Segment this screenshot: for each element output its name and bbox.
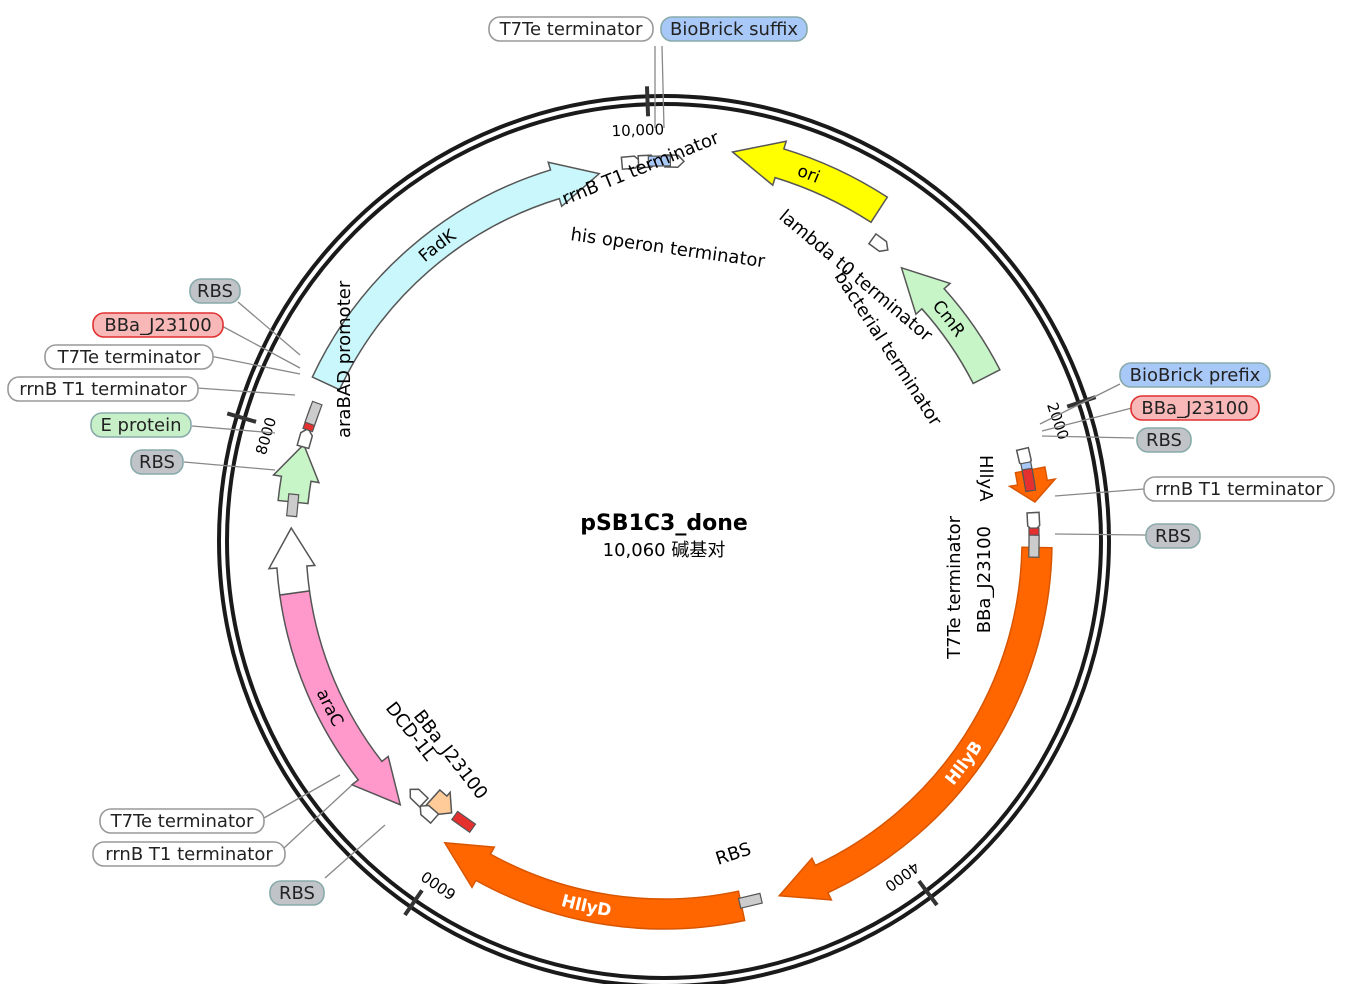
callout-text: rrnB T1 terminator (105, 844, 273, 865)
callout-text: RBS (1155, 526, 1191, 547)
rbs-mark (737, 892, 763, 909)
rbs-mark (1028, 534, 1040, 558)
tick-mark (644, 86, 651, 117)
leader-line (661, 45, 665, 129)
small-feature-layer (286, 154, 1041, 909)
plasmid-name: pSB1C3_done (580, 511, 748, 536)
leader-line (209, 355, 301, 375)
tick-mark (917, 879, 939, 907)
callout-text: T7Te terminator (110, 811, 254, 832)
callout-text: RBS (197, 281, 233, 302)
leader-line (237, 301, 301, 356)
callout-t7te-terminator: T7Te terminator (488, 16, 654, 42)
callout-text: T7Te terminator (57, 347, 201, 368)
feature-inner-label: BBa_J23100 (974, 526, 995, 633)
feature-inner-label: araBAD promoter (334, 280, 355, 438)
tick-label: 4000 (881, 858, 922, 895)
lambda-terminator-mark (867, 232, 889, 253)
callout-e-protein: E protein (90, 412, 192, 438)
callout-rrnb-t1-terminator: rrnB T1 terminator (1143, 476, 1335, 502)
callout-text: rrnB T1 terminator (19, 379, 187, 400)
promoter-mark (450, 810, 477, 834)
feature-inner-label: T7Te terminator (944, 515, 965, 659)
callout-rbs: RBS (269, 880, 325, 906)
callout-text: BioBrick prefix (1130, 365, 1261, 386)
plasmid-size: 10,060 碱基对 (603, 540, 726, 561)
callout-rrnb-t1-terminator: rrnB T1 terminator (92, 841, 286, 867)
feature-arrow-e-protein (271, 443, 321, 505)
callout-rbs: RBS (1145, 523, 1201, 549)
callout-text: E protein (100, 415, 181, 436)
leader-line (219, 324, 301, 369)
callout-bba-j23100: BBa_J23100 (92, 312, 224, 338)
tick-mark (403, 889, 424, 917)
feature-inner-label: HllyA (975, 455, 996, 502)
tick-label: 10,000 (611, 120, 664, 140)
feature-arrow-hllyd: HllyD (443, 841, 746, 930)
tick-mark (226, 411, 257, 424)
callout-text: BBa_J23100 (1141, 398, 1248, 419)
leader-line (1054, 533, 1147, 536)
leader-line (196, 387, 296, 396)
callout-text: RBS (279, 883, 315, 904)
tick-label: 8000 (252, 415, 280, 457)
leader-line (283, 784, 353, 849)
feature-arrow-fadk: FadK (311, 161, 601, 391)
leader-line (1054, 488, 1145, 497)
feature-arrow-cmr: CmR (900, 266, 1001, 385)
callout-biobrick-prefix: BioBrick prefix (1119, 362, 1271, 388)
leader-line (1039, 383, 1121, 425)
leader-line (191, 425, 276, 434)
callout-text: RBS (139, 452, 175, 473)
feature-inner-label: his operon terminator (569, 224, 766, 272)
rbs-mark (304, 400, 323, 427)
callout-text: rrnB T1 terminator (1155, 479, 1323, 500)
feature-arrow-ori: ori (730, 140, 889, 224)
tick-label: 6000 (418, 867, 460, 904)
terminator-mark (419, 804, 440, 825)
terminator-mark (296, 427, 314, 450)
callout-text: T7Te terminator (499, 19, 643, 40)
leader-line (1041, 407, 1133, 432)
callout-rbs: RBS (189, 278, 241, 304)
rbs-mark (286, 493, 300, 518)
leader-line (183, 461, 276, 471)
callout-t7te-terminator: T7Te terminator (99, 808, 265, 834)
feature-arrow-hllyb: HllyB (777, 546, 1053, 901)
leader-line (1041, 435, 1135, 439)
callout-t7te-terminator: T7Te terminator (44, 344, 214, 370)
terminator-mark (409, 788, 430, 808)
feature-inner-label: rrnB T1 terminator (559, 127, 723, 209)
feature-inner-label: RBS (713, 839, 754, 870)
leader-line (263, 774, 341, 819)
callout-text: BBa_J23100 (104, 315, 211, 336)
callout-text: BioBrick suffix (670, 19, 798, 40)
callout-rbs: RBS (1136, 427, 1192, 453)
callout-biobrick-suffix: BioBrick suffix (660, 16, 808, 42)
biobrick-suffix-mark (647, 155, 672, 167)
leader-line-layer (183, 45, 1147, 879)
leader-line (324, 824, 386, 879)
feature-arrow-arabad-promoter (267, 526, 317, 596)
callout-text: RBS (1146, 430, 1182, 451)
promoter-mark (1021, 467, 1037, 493)
callout-rrnb-t1-terminator: rrnB T1 terminator (7, 376, 199, 402)
backbone-outer-ring (217, 94, 1111, 984)
callout-bba-j23100: BBa_J23100 (1130, 395, 1260, 421)
callout-rbs: RBS (130, 449, 184, 475)
